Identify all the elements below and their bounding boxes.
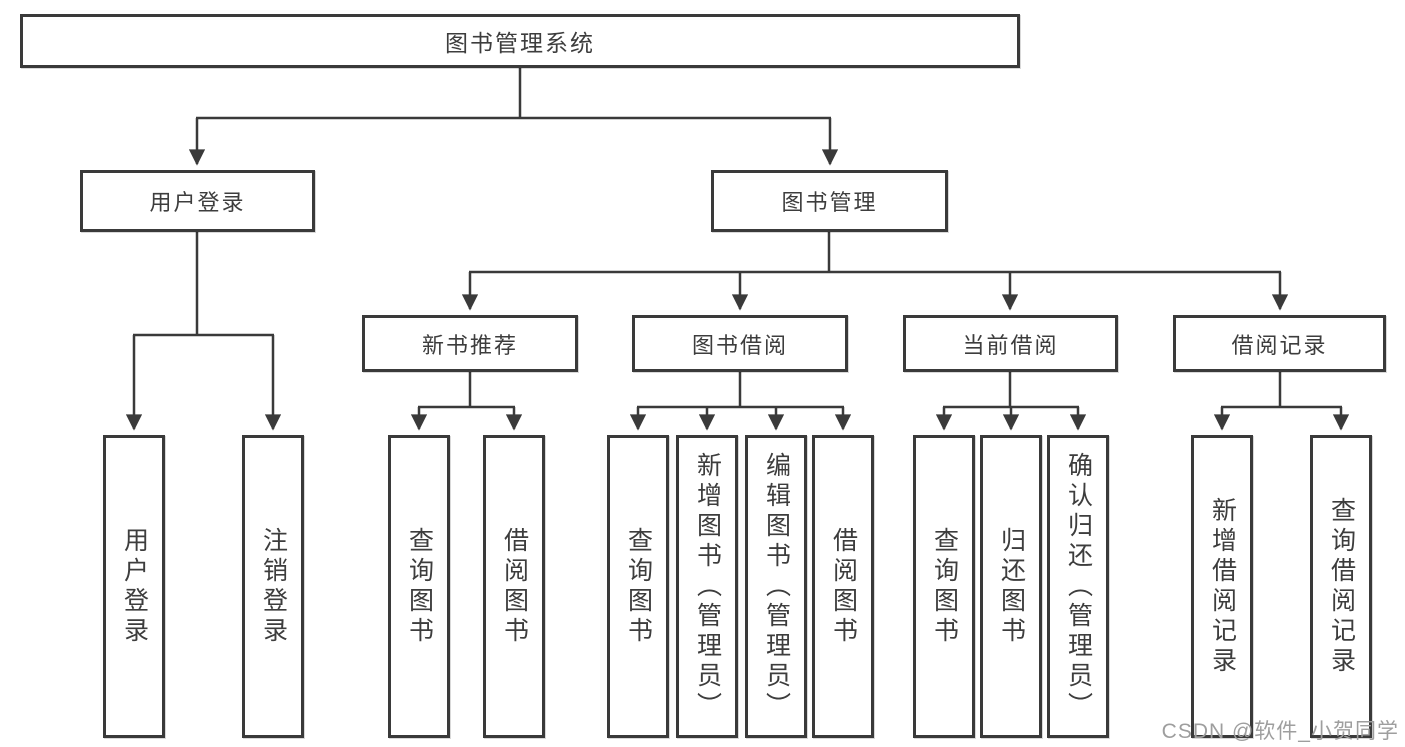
leaf-borrow-books-recommend: 借阅图书 [483, 435, 545, 738]
leaf-label: 新增图书（管理员） [693, 451, 722, 722]
leaf-label: 注销登录 [259, 526, 288, 647]
leaf-label: 用户登录 [120, 526, 149, 647]
leaf-label: 确认归还（管理员） [1064, 451, 1093, 722]
leaf-label: 编辑图书（管理员） [762, 451, 791, 722]
leaf-label: 借阅图书 [500, 526, 529, 647]
leaf-label: 借阅图书 [829, 526, 858, 647]
leaf-user-login: 用户登录 [103, 435, 165, 738]
node-borrow-records: 借阅记录 [1173, 315, 1386, 372]
leaf-label: 新增借阅记录 [1208, 496, 1237, 677]
leaf-add-books-admin: 新增图书（管理员） [676, 435, 738, 738]
leaf-query-books-current: 查询图书 [913, 435, 975, 738]
leaf-label: 查询图书 [930, 526, 959, 647]
node-user-login: 用户登录 [80, 170, 315, 232]
leaf-edit-books-admin: 编辑图书（管理员） [745, 435, 807, 738]
node-library-system: 图书管理系统 [20, 14, 1020, 68]
node-book-management: 图书管理 [711, 170, 948, 232]
node-book-borrow: 图书借阅 [632, 315, 848, 372]
leaf-query-books-recommend: 查询图书 [388, 435, 450, 738]
leaf-query-borrow-record: 查询借阅记录 [1310, 435, 1372, 738]
node-current-borrow: 当前借阅 [903, 315, 1118, 372]
leaf-label: 查询图书 [624, 526, 653, 647]
leaf-confirm-return-admin: 确认归还（管理员） [1047, 435, 1109, 738]
watermark: CSDN @软件_小贺同学 [1161, 720, 1399, 743]
leaf-query-books-borrow: 查询图书 [607, 435, 669, 738]
leaf-label: 查询借阅记录 [1327, 496, 1356, 677]
leaf-logout: 注销登录 [242, 435, 304, 738]
leaf-label: 查询图书 [405, 526, 434, 647]
leaf-add-borrow-record: 新增借阅记录 [1191, 435, 1253, 738]
leaf-label: 归还图书 [997, 526, 1026, 647]
node-new-book-recommend: 新书推荐 [362, 315, 578, 372]
leaf-borrow-books: 借阅图书 [812, 435, 874, 738]
leaf-return-books: 归还图书 [980, 435, 1042, 738]
